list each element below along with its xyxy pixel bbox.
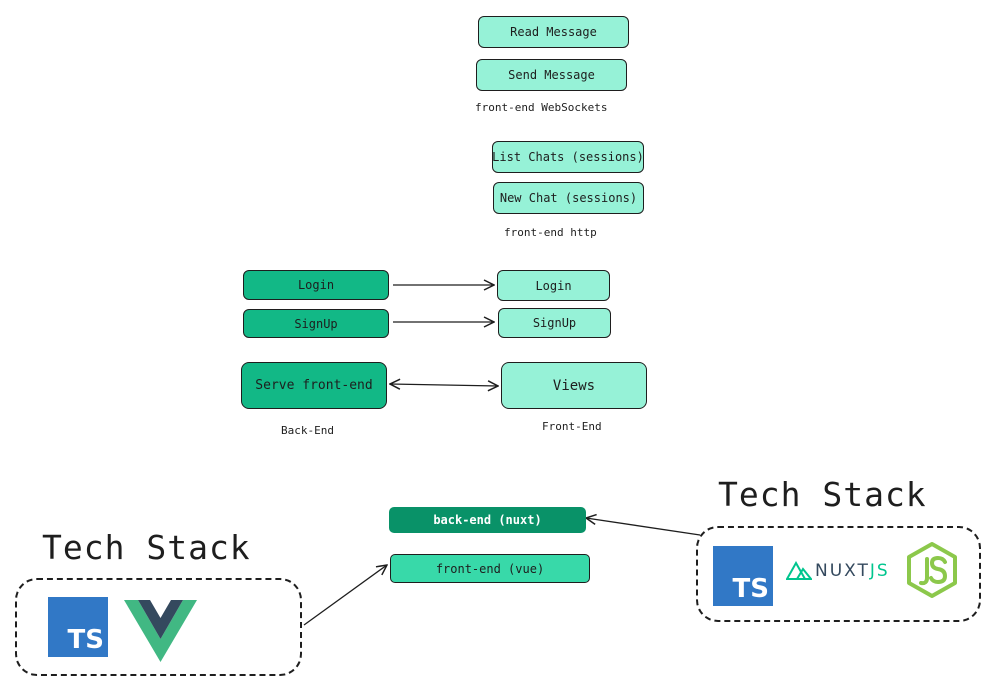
arrow-left-stack <box>303 565 387 626</box>
arrow-serve-views <box>390 384 498 386</box>
backend-signup-box: SignUp <box>243 309 389 338</box>
send-message-label: Send Message <box>508 68 595 82</box>
frontend-signup-label: SignUp <box>532 316 577 330</box>
read-message-label: Read Message <box>510 25 597 39</box>
backend-caption: Back-End <box>281 424 334 437</box>
backend-login-box: Login <box>243 270 389 300</box>
vue-icon <box>124 600 197 662</box>
frontend-http-caption: front-end http <box>504 226 597 239</box>
nodejs-icon <box>907 542 957 598</box>
frontend-websockets-caption: front-end WebSockets <box>475 101 608 114</box>
list-chats-label: List Chats (sessions) <box>492 150 644 164</box>
tech-stack-left-title: Tech Stack <box>42 528 251 567</box>
serve-frontend-box: Serve front-end <box>241 362 387 409</box>
frontend-signup-box: SignUp <box>498 308 611 338</box>
typescript-icon: TS <box>713 546 773 606</box>
typescript-icon: TS <box>48 597 108 657</box>
nuxtjs-wordmark: NUXTJS <box>815 561 890 581</box>
serve-frontend-label: Serve front-end <box>255 378 373 393</box>
arrow-right-stack <box>586 518 701 536</box>
tech-stack-right-title: Tech Stack <box>718 475 927 514</box>
new-chat-label: New Chat (sessions) <box>499 191 638 205</box>
frontend-login-label: Login <box>535 278 572 293</box>
frontend-vue-box: front-end (vue) <box>390 554 590 583</box>
frontend-vue-label: front-end (vue) <box>435 561 545 576</box>
new-chat-box: New Chat (sessions) <box>493 182 644 214</box>
frontend-caption: Front-End <box>542 420 602 433</box>
backend-nuxt-box: back-end (nuxt) <box>389 507 586 533</box>
backend-login-label: Login <box>297 278 335 292</box>
nuxtjs-icon <box>786 561 812 580</box>
views-box: Views <box>501 362 647 409</box>
tech-stack-left-container <box>15 578 302 676</box>
tech-stack-right-container <box>696 526 981 622</box>
backend-signup-label: SignUp <box>294 316 338 331</box>
backend-nuxt-label: back-end (nuxt) <box>433 513 542 527</box>
read-message-box: Read Message <box>478 16 629 48</box>
frontend-login-box: Login <box>497 270 610 301</box>
send-message-box: Send Message <box>476 59 627 91</box>
views-label: Views <box>552 377 596 394</box>
list-chats-box: List Chats (sessions) <box>492 141 644 173</box>
